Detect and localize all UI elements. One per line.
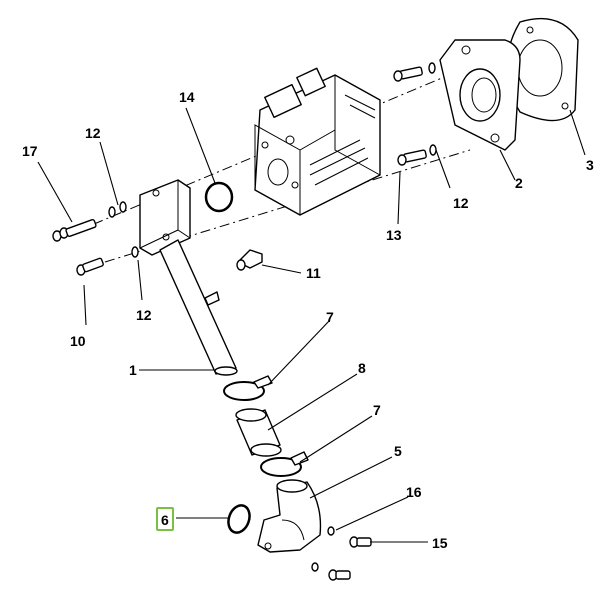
callout-12-left: 12: [85, 125, 101, 141]
fitting-11: [236, 249, 263, 271]
hydraulic-pump: [254, 67, 381, 216]
bolt-lower: [311, 562, 351, 581]
callout-3: 3: [586, 157, 594, 173]
adapter-flange: [439, 39, 521, 151]
leader-lines: [37, 107, 586, 543]
bolt-upper: [393, 62, 436, 82]
elbow-5: [257, 479, 322, 553]
callout-5: 5: [394, 443, 402, 459]
callout-17: 17: [22, 143, 38, 159]
callout-14: 14: [179, 89, 195, 105]
bolt-17: [52, 201, 127, 242]
callout-10: 10: [70, 333, 86, 349]
hose-8: [235, 408, 282, 457]
callout-16: 16: [406, 484, 422, 500]
bolt-10: [76, 246, 139, 276]
o-ring-6: [227, 504, 251, 534]
callout-12-right: 12: [453, 195, 469, 211]
callout-2: 2: [515, 175, 523, 191]
callout-6: 6: [161, 512, 169, 528]
callout-7-lower: 7: [373, 402, 381, 418]
callout-12-lower: 12: [136, 307, 152, 323]
callout-highlight: [156, 507, 174, 531]
bolt-13: [397, 144, 437, 166]
callout-13: 13: [386, 227, 402, 243]
suction-pipe: [139, 179, 238, 376]
o-ring-14: [204, 181, 234, 213]
callout-1: 1: [129, 362, 137, 378]
hose-clamp-upper: [223, 375, 273, 401]
hose-clamp-lower: [260, 451, 309, 477]
callout-8: 8: [358, 360, 366, 376]
callout-11: 11: [306, 265, 321, 281]
callout-15: 15: [432, 535, 448, 551]
callout-7-upper: 7: [326, 309, 334, 325]
bolt-15: [349, 536, 372, 548]
washer-16: [327, 526, 335, 536]
callout-labels: 17 12 14 10 12 11 1 7 8 7 5 16 15 6 13 1…: [22, 89, 594, 551]
